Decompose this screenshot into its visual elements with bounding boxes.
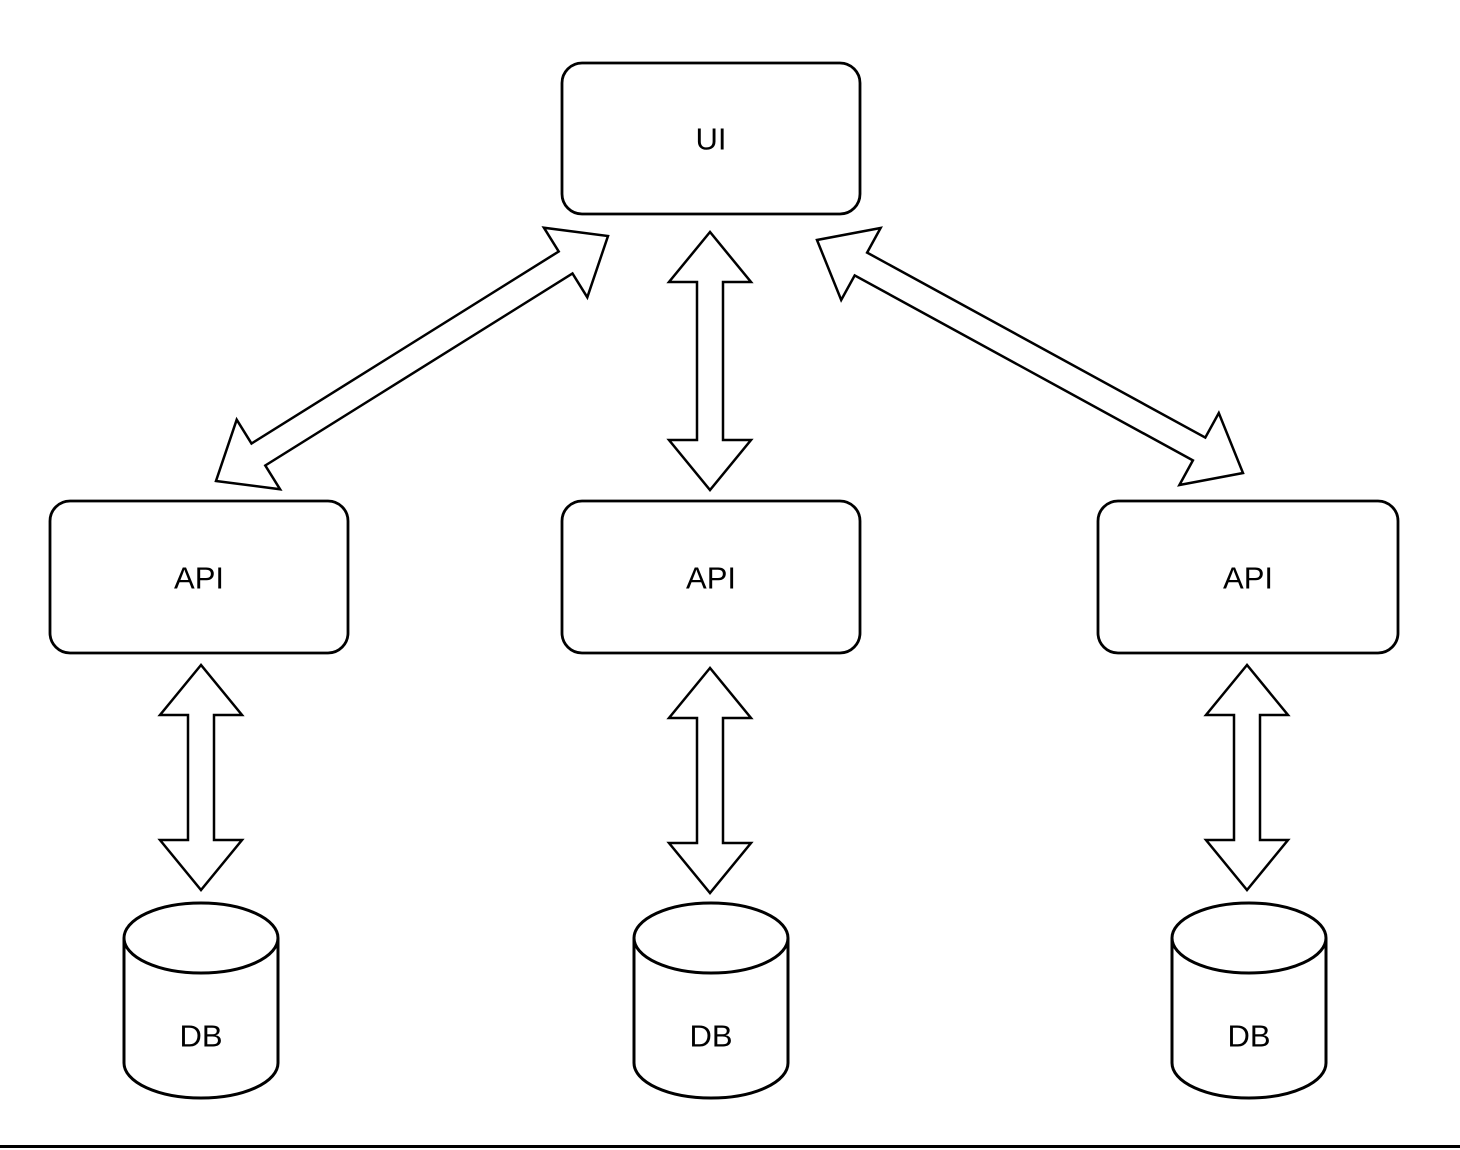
db-label-left: DB <box>179 1019 222 1054</box>
api-node-left[interactable]: API <box>48 499 350 655</box>
db-cylinder-top-left[interactable] <box>122 901 280 975</box>
api-box-center[interactable] <box>560 499 862 655</box>
edge-ui-api-center-arrow[interactable] <box>666 230 754 492</box>
edge-api-db-left-arrow[interactable] <box>157 663 245 892</box>
ui-node[interactable]: UI <box>560 61 862 216</box>
db-cylinder-top-right[interactable] <box>1170 901 1328 975</box>
edge-ui-api-right-arrow[interactable] <box>815 226 1245 487</box>
db-cylinder-body-right[interactable] <box>1170 938 1328 1100</box>
api-label-right: API <box>1223 561 1273 596</box>
db-label-center: DB <box>689 1019 732 1054</box>
db-label-right: DB <box>1227 1019 1270 1054</box>
edge-ui-api-left-arrow[interactable] <box>214 226 610 491</box>
db-cylinder-body-left[interactable] <box>122 938 280 1100</box>
ui-label: UI <box>696 122 727 157</box>
api-label-left: API <box>174 561 224 596</box>
api-label-center: API <box>686 561 736 596</box>
api-node-right[interactable]: API <box>1096 499 1400 655</box>
db-node-center[interactable]: DB <box>632 901 790 1100</box>
api-box-right[interactable] <box>1096 499 1400 655</box>
edge-api-db-center-arrow[interactable] <box>666 666 754 895</box>
db-cylinder-body-center[interactable] <box>632 938 790 1100</box>
api-box-left[interactable] <box>48 499 350 655</box>
api-node-center[interactable]: API <box>560 499 862 655</box>
edge-api-db-right-arrow[interactable] <box>1203 663 1291 892</box>
ui-box[interactable] <box>560 61 862 216</box>
db-cylinder-top-center[interactable] <box>632 901 790 975</box>
db-node-right[interactable]: DB <box>1170 901 1328 1100</box>
db-node-left[interactable]: DB <box>122 901 280 1100</box>
window-bottom-edge <box>0 1145 1460 1148</box>
